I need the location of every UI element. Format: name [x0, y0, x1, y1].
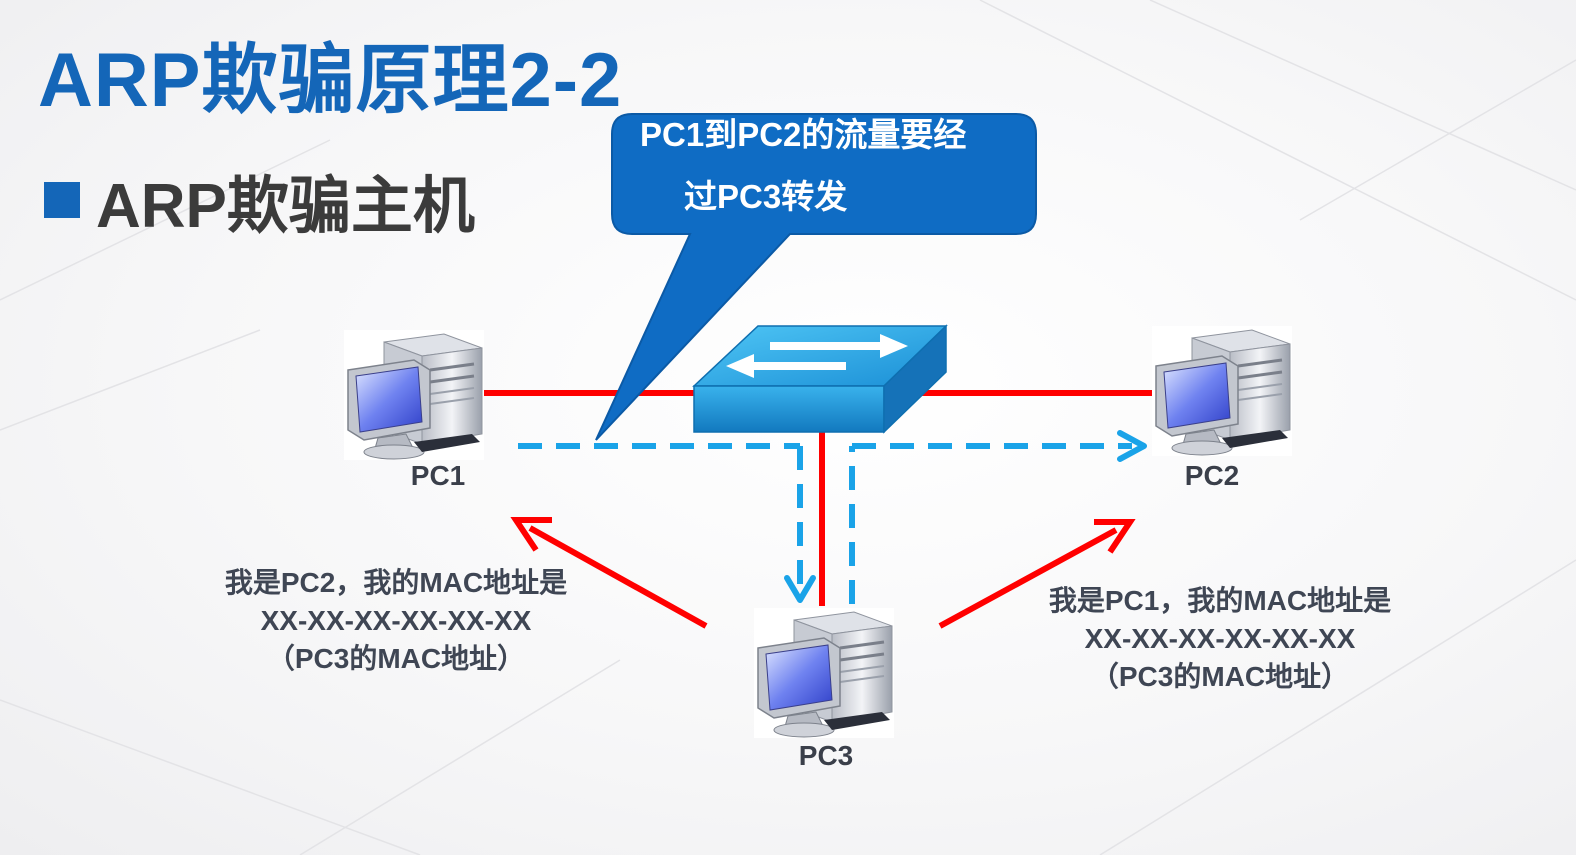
section-heading-text: ARP欺骗主机: [96, 172, 475, 241]
spoof-message-to-pc1-line2: XX-XX-XX-XX-XX-XX: [260, 605, 532, 636]
spoof-message-to-pc2-line1: 我是PC1，我的MAC地址是: [1048, 585, 1392, 616]
traffic-arrowhead-pc3: [784, 575, 816, 603]
switch-icon: [692, 324, 948, 434]
pc3-computer-icon: [754, 608, 894, 738]
pc1-label: PC1: [410, 460, 466, 491]
section-heading: ARP欺骗主机: [44, 160, 475, 241]
square-bullet-icon: [44, 182, 80, 218]
callout-text-line1: PC1到PC2的流量要经: [640, 116, 967, 153]
spoof-message-to-pc1-line3: （PC3的MAC地址）: [266, 643, 526, 674]
spoof-message-to-pc2: 我是PC1，我的MAC地址是 XX-XX-XX-XX-XX-XX （PC3的MA…: [1020, 582, 1420, 696]
spoof-arrowhead-pc1: [510, 517, 552, 552]
spoof-message-to-pc1-line1: 我是PC2，我的MAC地址是: [224, 567, 568, 598]
spoof-message-to-pc1: 我是PC2，我的MAC地址是 XX-XX-XX-XX-XX-XX （PC3的MA…: [196, 564, 596, 678]
spoof-arrowhead-pc2: [1094, 519, 1136, 554]
spoof-arrow-to-pc1: [528, 525, 708, 629]
spoof-message-to-pc2-line2: XX-XX-XX-XX-XX-XX: [1084, 623, 1356, 654]
traffic-arrowhead-pc2: [1117, 430, 1147, 462]
pc2-computer-icon: [1152, 326, 1292, 456]
pc1-computer-icon: [344, 330, 484, 460]
page-title: ARP欺骗原理2-2: [38, 38, 623, 123]
pc2-label: PC2: [1184, 460, 1240, 491]
spoof-arrow-to-pc2: [938, 527, 1118, 629]
pc3-label: PC3: [798, 740, 854, 771]
callout-text-line2: 过PC3转发: [684, 178, 848, 215]
callout-bubble: [595, 113, 1037, 441]
spoof-message-to-pc2-line3: （PC3的MAC地址）: [1090, 661, 1350, 692]
